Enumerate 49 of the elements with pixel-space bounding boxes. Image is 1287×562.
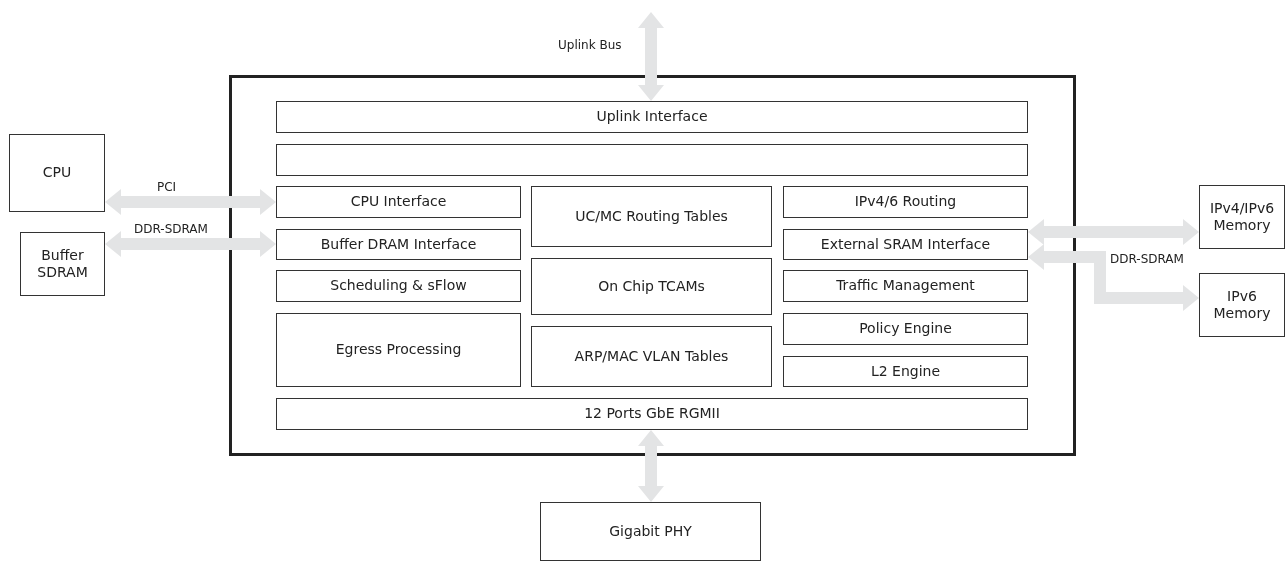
block-label: Traffic Management [835, 277, 976, 295]
block-box [783, 270, 1028, 302]
block-label: ARP/MAC VLAN Tables [573, 347, 730, 366]
block-box [783, 313, 1028, 345]
block-label: CPU Interface [349, 193, 448, 211]
double-arrow [105, 189, 276, 215]
double-arrow [105, 231, 276, 257]
block-box [783, 186, 1028, 218]
block-label: Buffer SDRAM [36, 246, 89, 282]
block-box [783, 229, 1028, 260]
block-label: External SRAM Interface [819, 235, 992, 254]
block-label: Policy Engine [858, 320, 953, 338]
block-label: IPv4/IPv6 Memory [1208, 199, 1276, 235]
block-label: Scheduling & sFlow [329, 277, 468, 295]
edge-label: DDR-SDRAM [132, 222, 210, 236]
double-arrow [1028, 219, 1199, 245]
block-label: On Chip TCAMs [597, 277, 706, 296]
block-box [9, 134, 105, 212]
block-label: IPv4/6 Routing [853, 193, 958, 211]
block-label: 12 Ports GbE RGMII [583, 405, 721, 423]
double-arrow [1028, 244, 1199, 311]
block-box [531, 326, 772, 387]
block-label: Buffer DRAM Interface [319, 235, 478, 254]
edge-label: Uplink Bus [556, 38, 624, 52]
edge-label: DDR-SDRAM [1108, 252, 1186, 266]
block-box [1199, 273, 1285, 337]
block-box [1199, 185, 1285, 249]
block-box [276, 186, 521, 218]
double-arrow [638, 430, 664, 502]
block-box [531, 258, 772, 315]
block-box [20, 232, 105, 296]
block-box [276, 398, 1028, 430]
block-box [276, 313, 521, 387]
block-label: Egress Processing [334, 341, 463, 359]
block-label: CPU [41, 164, 73, 182]
block-label: Uplink Interface [595, 108, 709, 126]
block-label: Gigabit PHY [608, 522, 693, 541]
chip-outline [229, 75, 1076, 456]
block-box [276, 270, 521, 302]
block-label: IPv6 Memory [1212, 287, 1272, 323]
block-box [531, 186, 772, 247]
block-box [276, 144, 1028, 176]
block-label: L2 Engine [869, 362, 942, 381]
block-box [540, 502, 761, 561]
block-box [276, 101, 1028, 133]
double-arrow [638, 12, 664, 101]
block-box [783, 356, 1028, 387]
block-label: UC/MC Routing Tables [574, 207, 729, 226]
block-box [276, 229, 521, 260]
